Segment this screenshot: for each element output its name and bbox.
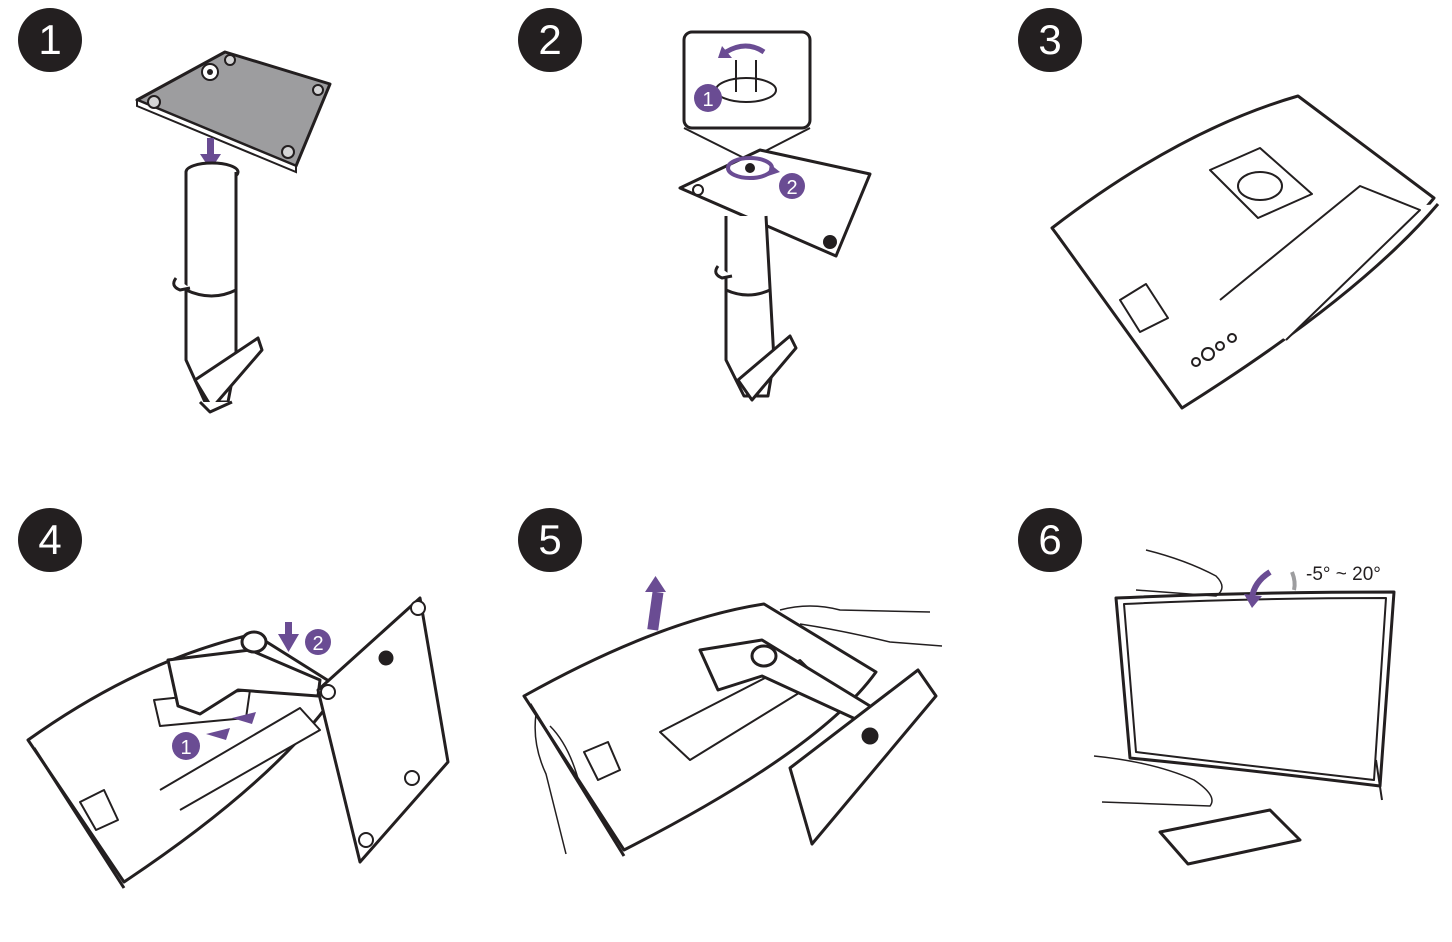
step-1-illustration <box>0 0 484 442</box>
step-5-illustration <box>500 500 984 885</box>
step-3-illustration <box>1000 0 1452 442</box>
arrow-up-icon <box>645 576 666 631</box>
monitor-front <box>1116 592 1394 800</box>
step-6-panel: 6 -5° ~ 20° <box>1000 500 1452 942</box>
callout-1-badge: 1 <box>172 732 200 760</box>
callout-2-badge: 2 <box>305 629 331 655</box>
step-2-panel: 2 1 2 <box>500 0 984 442</box>
callout-1-badge: 1 <box>694 84 722 112</box>
callout-2-label: 2 <box>786 177 797 199</box>
callout-2-badge: 2 <box>779 173 805 199</box>
stand-neck <box>716 216 796 400</box>
step-1-panel: 1 <box>0 0 484 442</box>
stand-neck <box>174 163 262 412</box>
step-4-panel: 4 2 <box>0 500 484 942</box>
stand-base-plate <box>680 150 870 256</box>
step-5-panel: 5 <box>500 500 984 942</box>
step-4-illustration: 2 1 <box>0 500 484 885</box>
tilt-angle-label: -5° ~ 20° <box>1306 564 1381 585</box>
callout-2-label: 2 <box>312 633 323 655</box>
arrow-down-icon <box>278 622 299 652</box>
stand-base <box>1160 810 1300 864</box>
stand-base-plate <box>137 52 330 172</box>
monitor-back <box>1052 96 1438 408</box>
hand-top <box>1136 550 1222 596</box>
step-6-illustration: -5° ~ 20° <box>1000 500 1452 885</box>
callout-1-label: 1 <box>702 89 713 111</box>
step-2-illustration: 1 2 <box>500 0 984 442</box>
stand-base-plate <box>318 598 448 862</box>
step-3-panel: 3 <box>1000 0 1452 442</box>
callout-1-label: 1 <box>180 737 191 759</box>
